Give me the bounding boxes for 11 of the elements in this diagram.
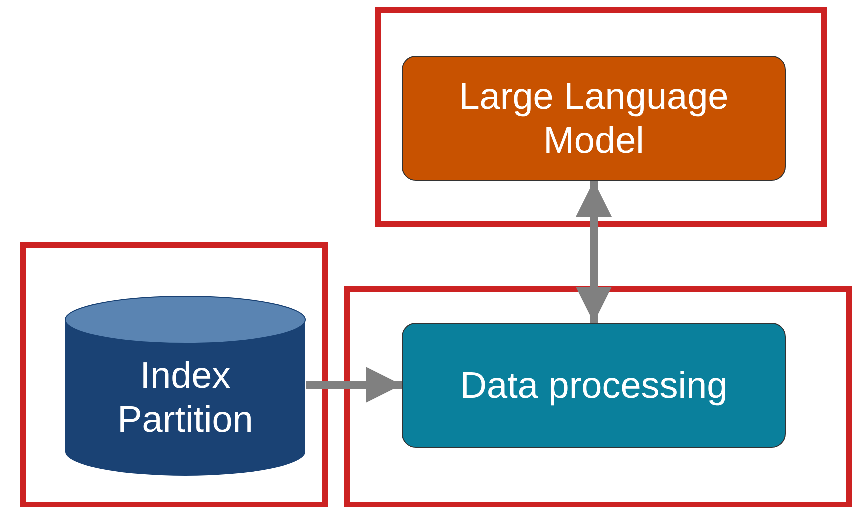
arrow bbox=[576, 181, 612, 323]
process-box bbox=[402, 56, 786, 181]
arrow bbox=[306, 367, 402, 403]
frame-box bbox=[344, 286, 852, 507]
node-label: Data processing bbox=[459, 364, 729, 408]
process-box bbox=[402, 323, 786, 448]
frame-box bbox=[375, 7, 827, 227]
node-label: Large Language Model bbox=[458, 74, 730, 162]
frame-box bbox=[20, 242, 328, 507]
node-label: Index Partition bbox=[116, 354, 254, 442]
database-cylinder bbox=[65, 296, 306, 476]
